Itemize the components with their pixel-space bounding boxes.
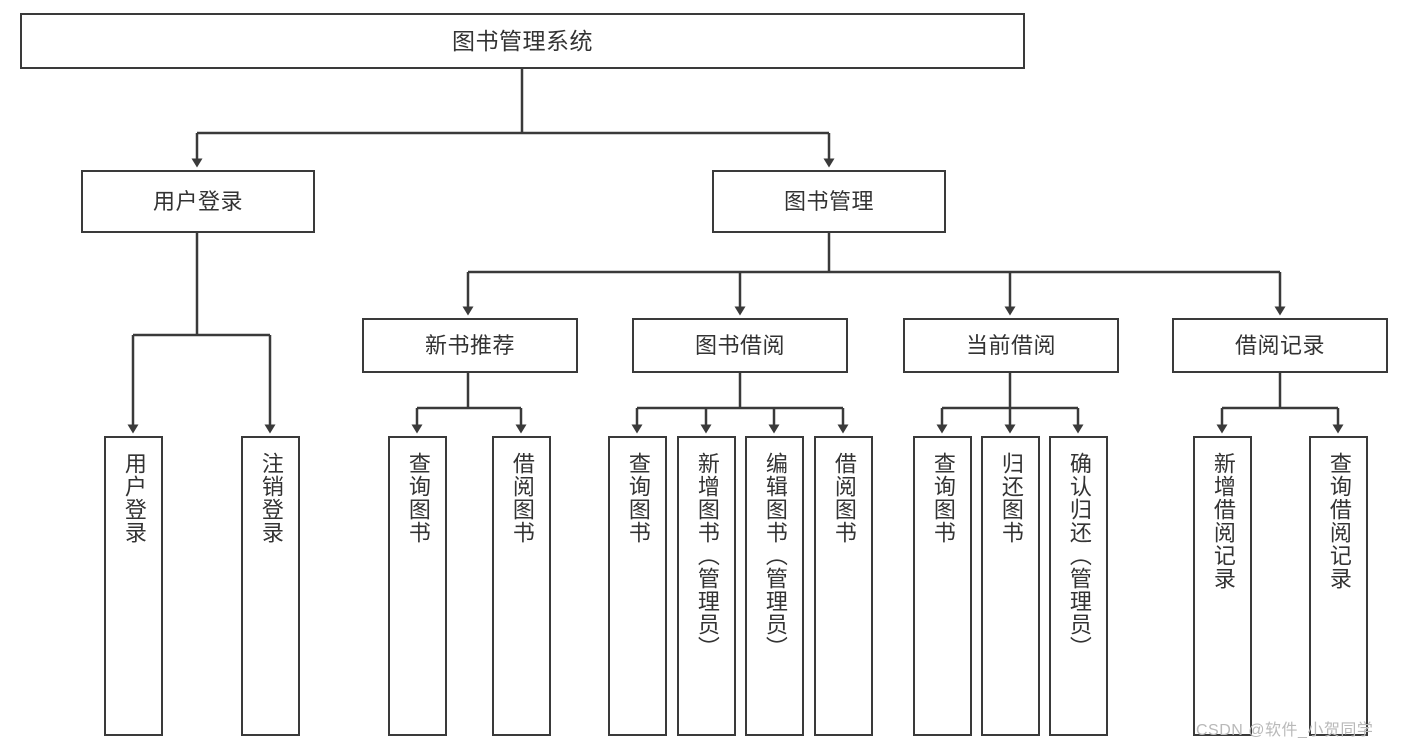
leaf-edit-book-admin[interactable]: 编辑图书（管理员） [745, 436, 804, 736]
leaf-query-book-recommend[interactable]: 查询图书 [388, 436, 447, 736]
leaf-query-borrow-record[interactable]: 查询借阅记录 [1309, 436, 1368, 736]
leaf-query-book-current[interactable]: 查询图书 [913, 436, 972, 736]
leaf-logout[interactable]: 注销登录 [241, 436, 300, 736]
node-label: 新增借阅记录 [1210, 452, 1236, 590]
leaf-query-book-borrow[interactable]: 查询图书 [608, 436, 667, 736]
node-label: 编辑图书（管理员） [762, 452, 788, 659]
node-book-management[interactable]: 图书管理 [712, 170, 946, 233]
node-label: 新增图书（管理员） [694, 452, 720, 659]
node-label: 图书管理系统 [452, 27, 593, 54]
node-label: 借阅图书 [831, 452, 857, 544]
node-root-system[interactable]: 图书管理系统 [20, 13, 1025, 69]
node-borrow-record[interactable]: 借阅记录 [1172, 318, 1388, 373]
node-label: 查询图书 [405, 452, 431, 544]
node-label: 借阅记录 [1234, 332, 1325, 358]
leaf-borrow-book-recommend[interactable]: 借阅图书 [492, 436, 551, 736]
node-label: 查询图书 [625, 452, 651, 544]
leaf-confirm-return-admin[interactable]: 确认归还（管理员） [1049, 436, 1108, 736]
node-label: 注销登录 [258, 452, 284, 544]
node-label: 当前借阅 [965, 332, 1056, 358]
node-book-borrow[interactable]: 图书借阅 [632, 318, 848, 373]
watermark-text: CSDN @软件_小贺同学 [1196, 722, 1374, 739]
node-label: 图书借阅 [694, 332, 785, 358]
node-label: 用户登录 [152, 188, 243, 214]
leaf-add-borrow-record[interactable]: 新增借阅记录 [1193, 436, 1252, 736]
node-label: 确认归还（管理员） [1066, 452, 1092, 659]
leaf-add-book-admin[interactable]: 新增图书（管理员） [677, 436, 736, 736]
leaf-user-login[interactable]: 用户登录 [104, 436, 163, 736]
leaf-borrow-book[interactable]: 借阅图书 [814, 436, 873, 736]
node-label: 图书管理 [783, 188, 874, 214]
leaf-return-book[interactable]: 归还图书 [981, 436, 1040, 736]
node-new-book-recommend[interactable]: 新书推荐 [362, 318, 578, 373]
node-user-login[interactable]: 用户登录 [81, 170, 315, 233]
node-label: 借阅图书 [509, 452, 535, 544]
node-label: 用户登录 [121, 452, 147, 544]
node-label: 查询借阅记录 [1326, 452, 1352, 590]
node-current-borrow[interactable]: 当前借阅 [903, 318, 1119, 373]
node-label: 新书推荐 [424, 332, 515, 358]
node-label: 查询图书 [930, 452, 956, 544]
node-label: 归还图书 [998, 452, 1024, 544]
